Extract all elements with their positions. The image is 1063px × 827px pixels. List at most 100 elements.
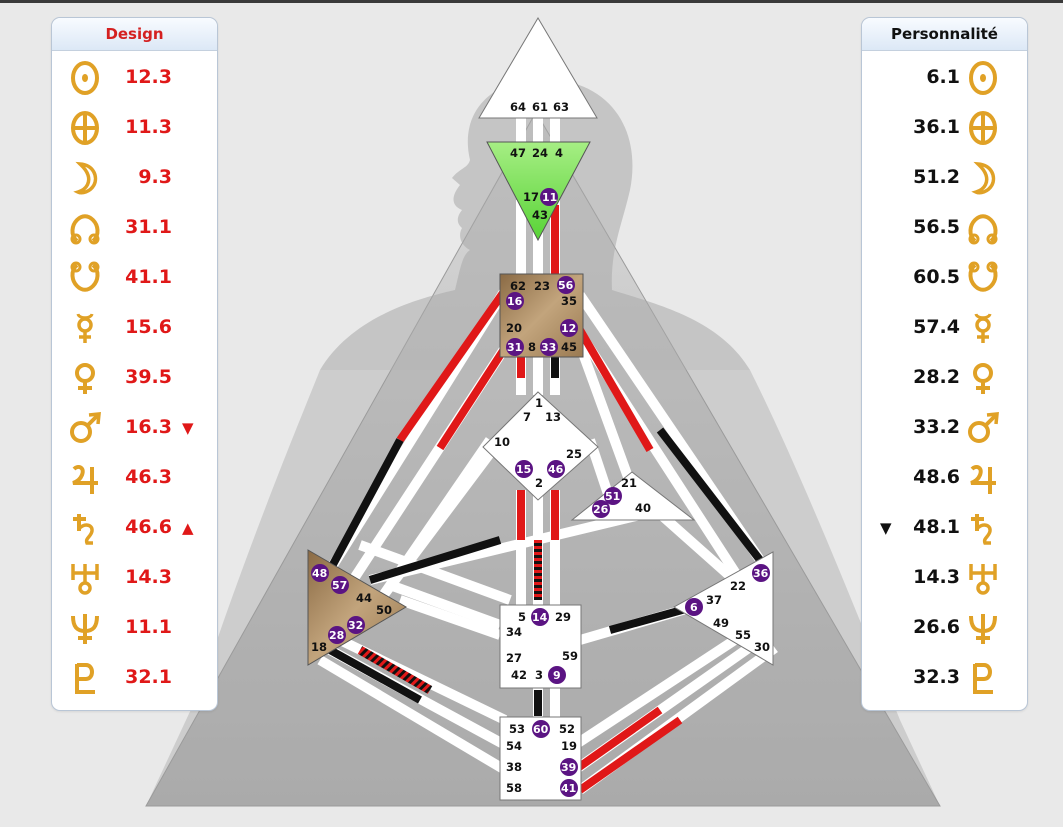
sacral-center: 5 14 29 34 27 59 42 3 9 xyxy=(499,604,582,689)
personality-panel-title: Personnalité xyxy=(862,18,1027,51)
north-node-icon xyxy=(68,211,102,245)
svg-text:15: 15 xyxy=(516,463,531,476)
design-planet-row: 46.3 xyxy=(52,453,217,503)
svg-text:42: 42 xyxy=(511,668,527,682)
svg-text:17: 17 xyxy=(523,190,539,204)
svg-text:51: 51 xyxy=(605,490,620,503)
design-planet-row: 41.1 xyxy=(52,253,217,303)
design-planet-row: 11.3 xyxy=(52,103,217,153)
svg-text:26: 26 xyxy=(593,503,609,516)
svg-text:41: 41 xyxy=(561,782,576,795)
personality-planet-row: 32.3 xyxy=(862,653,1027,703)
design-planet-row: 46.6▲ xyxy=(52,503,217,553)
svg-text:31: 31 xyxy=(507,341,522,354)
svg-text:40: 40 xyxy=(635,501,651,515)
svg-text:24: 24 xyxy=(532,146,548,160)
saturn-icon xyxy=(966,511,1000,545)
svg-text:49: 49 xyxy=(713,616,729,630)
svg-text:54: 54 xyxy=(506,739,522,753)
svg-text:7: 7 xyxy=(523,410,531,424)
personality-planet-row: 6.1 xyxy=(862,53,1027,103)
svg-text:5: 5 xyxy=(518,610,526,624)
personality-planet-value: 48.6 xyxy=(913,466,960,488)
svg-text:8: 8 xyxy=(528,340,536,354)
svg-text:2: 2 xyxy=(535,476,543,490)
design-planet-row: 32.1 xyxy=(52,653,217,703)
design-planet-value: 12.3 xyxy=(125,66,172,88)
personality-planet-value: 26.6 xyxy=(913,616,960,638)
svg-text:63: 63 xyxy=(553,100,569,114)
design-planet-value: 9.3 xyxy=(138,166,172,188)
svg-text:27: 27 xyxy=(506,651,522,665)
svg-text:9: 9 xyxy=(553,669,561,682)
svg-text:30: 30 xyxy=(754,640,770,654)
earth-icon xyxy=(68,111,102,145)
svg-text:11: 11 xyxy=(542,191,557,204)
venus-icon xyxy=(68,361,102,395)
svg-text:14: 14 xyxy=(532,611,548,624)
svg-text:21: 21 xyxy=(621,476,637,490)
personality-planet-row: 57.4 xyxy=(862,303,1027,353)
personality-planet-row: 48.6 xyxy=(862,453,1027,503)
design-planet-value: 16.3 xyxy=(125,416,172,438)
design-planet-value: 15.6 xyxy=(125,316,172,338)
svg-text:13: 13 xyxy=(545,410,561,424)
svg-text:23: 23 xyxy=(534,279,550,293)
svg-text:44: 44 xyxy=(356,591,372,605)
svg-text:43: 43 xyxy=(532,208,548,222)
personality-planet-row: 48.1▼ xyxy=(862,503,1027,553)
personality-planet-value: 33.2 xyxy=(913,416,960,438)
svg-text:48: 48 xyxy=(312,567,327,580)
svg-text:38: 38 xyxy=(506,760,522,774)
svg-text:28: 28 xyxy=(329,629,344,642)
design-planet-row: 9.3 xyxy=(52,153,217,203)
personality-planet-row: 33.2 xyxy=(862,403,1027,453)
personality-planet-row: 14.3 xyxy=(862,553,1027,603)
neptune-icon xyxy=(68,611,102,645)
design-planet-value: 14.3 xyxy=(125,566,172,588)
throat-center: 62 23 56 16 35 20 12 31 8 33 45 xyxy=(499,273,584,358)
g-center: 1 7 13 10 25 15 46 2 xyxy=(482,391,599,501)
svg-text:50: 50 xyxy=(376,603,392,617)
moon-icon xyxy=(68,161,102,195)
mercury-icon xyxy=(966,311,1000,345)
solar-plexus-center: 36 22 37 6 49 55 30 xyxy=(672,551,774,666)
design-planet-value: 32.1 xyxy=(125,666,172,688)
earth-icon xyxy=(966,111,1000,145)
personality-planet-value: 57.4 xyxy=(913,316,960,338)
svg-text:47: 47 xyxy=(510,146,526,160)
svg-text:62: 62 xyxy=(510,279,526,293)
pluto-icon xyxy=(68,661,102,695)
svg-text:20: 20 xyxy=(506,321,522,335)
design-planet-row: 39.5 xyxy=(52,353,217,403)
uranus-icon xyxy=(966,561,1000,595)
svg-text:53: 53 xyxy=(509,722,525,736)
svg-text:64: 64 xyxy=(510,100,526,114)
svg-text:60: 60 xyxy=(533,723,549,736)
design-planet-row: 12.3 xyxy=(52,53,217,103)
design-planet-row: 11.1 xyxy=(52,603,217,653)
design-planet-value: 41.1 xyxy=(125,266,172,288)
mars-icon xyxy=(966,411,1000,445)
sun-icon xyxy=(966,61,1000,95)
exalted-triangle-icon: ▲ xyxy=(182,519,194,537)
design-planet-row: 31.1 xyxy=(52,203,217,253)
ego-center: 21 51 26 40 xyxy=(570,471,696,521)
svg-text:61: 61 xyxy=(532,100,548,114)
design-planet-row: 15.6 xyxy=(52,303,217,353)
personality-planet-value: 28.2 xyxy=(913,366,960,388)
personality-planet-value: 32.3 xyxy=(913,666,960,688)
svg-text:45: 45 xyxy=(561,340,577,354)
north-node-icon xyxy=(966,211,1000,245)
svg-text:10: 10 xyxy=(494,435,510,449)
root-center: 53 60 52 54 19 38 39 58 41 xyxy=(499,716,582,801)
detriment-triangle-icon: ▼ xyxy=(880,519,892,537)
svg-text:59: 59 xyxy=(562,649,578,663)
design-panel-title: Design xyxy=(52,18,217,51)
jupiter-icon xyxy=(966,461,1000,495)
svg-text:16: 16 xyxy=(507,295,523,308)
